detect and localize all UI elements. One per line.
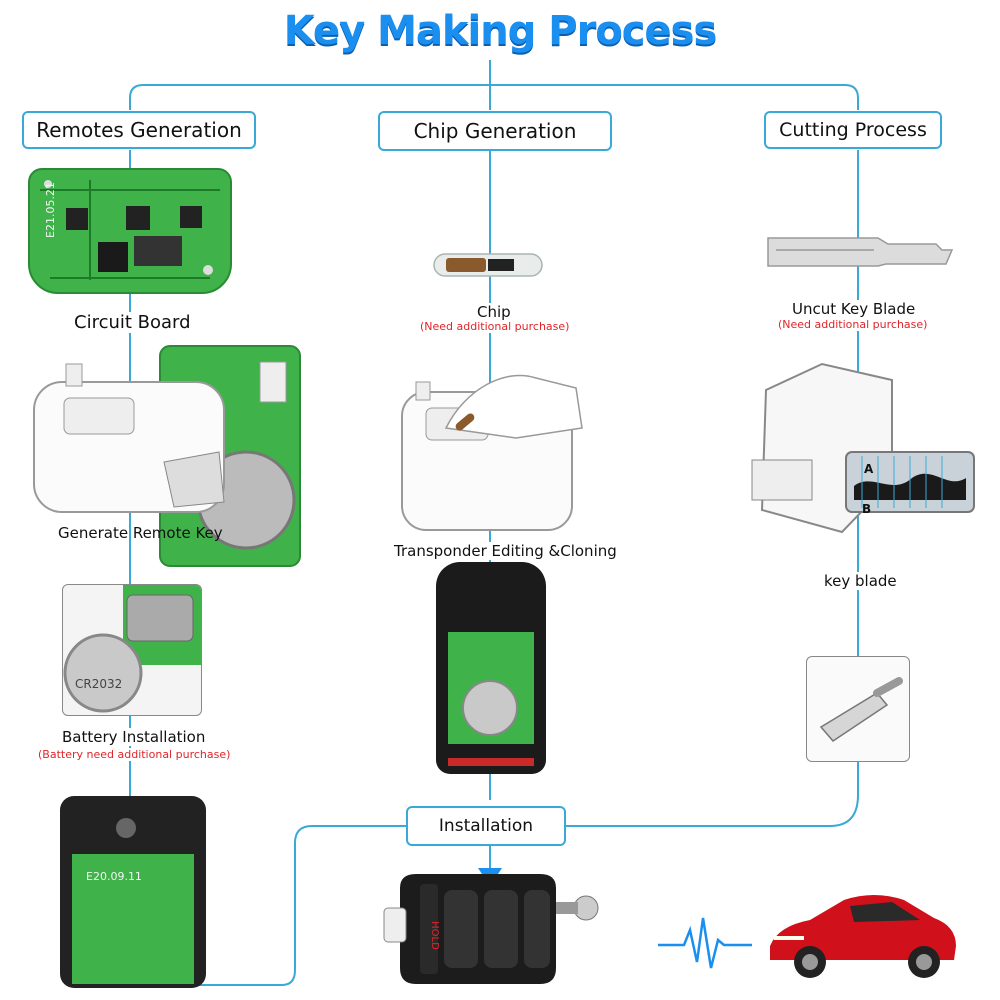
flip-key-open-image (436, 562, 546, 774)
uncut-key-blade-image (766, 232, 958, 270)
chip-generation-label: Chip Generation (413, 119, 577, 143)
flip-key-red-strip (448, 758, 534, 766)
key-programmer-drawing (33, 345, 301, 567)
remote-pcb-panel (72, 854, 194, 984)
pcb-date-text-2: E20.09.11 (86, 870, 142, 883)
transponder-label: Transponder Editing &Cloning (392, 542, 619, 560)
flip-key-battery (462, 680, 518, 736)
profile-a-label: A (864, 462, 874, 476)
battery-installation-label: Battery Installation (60, 728, 208, 746)
pcb-date-text-1: E21.05.21 (44, 182, 57, 238)
chip-generation-box: Chip Generation (378, 111, 612, 151)
installation-box: Installation (406, 806, 566, 846)
cut-key-blade-image (806, 656, 910, 762)
cutting-process-box: Cutting Process (764, 111, 942, 149)
battery-drawing (63, 585, 201, 713)
cutting-process-label: Cutting Process (779, 119, 927, 141)
uncut-blade-label: Uncut Key Blade (790, 300, 918, 318)
cut-blade-drawing (819, 677, 903, 742)
remote-screw-icon (116, 818, 136, 838)
uncut-blade-drawing (767, 237, 954, 267)
generate-remote-key-image (14, 342, 304, 568)
remotes-generation-box: Remotes Generation (22, 111, 256, 149)
chip-image (432, 250, 544, 280)
key-cutting-machine-image: A B (742, 360, 978, 546)
hold-text: HOLD (428, 921, 440, 950)
page-title: Key Making Process (283, 8, 718, 54)
chip-label: Chip (475, 303, 513, 321)
installation-label: Installation (438, 816, 534, 836)
remote-back-pcb-image: E20.09.11 (60, 796, 206, 988)
circuit-board-drawing (40, 180, 220, 280)
flip-key-drawing (383, 874, 599, 984)
remotes-generation-label: Remotes Generation (36, 118, 242, 142)
chip-note: (Need additional purchase) (420, 320, 570, 333)
battery-installation-image: CR2032 (62, 584, 202, 716)
chip-programmer-drawing (401, 374, 583, 531)
key-blade-label: key blade (822, 572, 899, 590)
profile-b-label: B (862, 502, 872, 516)
battery-text: CR2032 (75, 677, 123, 691)
car-image (764, 888, 960, 980)
car-drawing (770, 895, 956, 978)
uncut-blade-note: (Need additional purchase) (778, 318, 928, 331)
generate-remote-key-label: Generate Remote Key (58, 524, 223, 542)
transponder-editing-image (396, 348, 592, 536)
circuit-board-image: E21.05.21 (28, 168, 232, 294)
battery-note: (Battery need additional purchase) (38, 748, 231, 761)
finished-flip-key-image: HOLD (380, 868, 610, 990)
circuit-board-label: Circuit Board (72, 312, 193, 333)
cutting-machine-drawing (751, 362, 975, 534)
chip-drawing (433, 253, 543, 277)
